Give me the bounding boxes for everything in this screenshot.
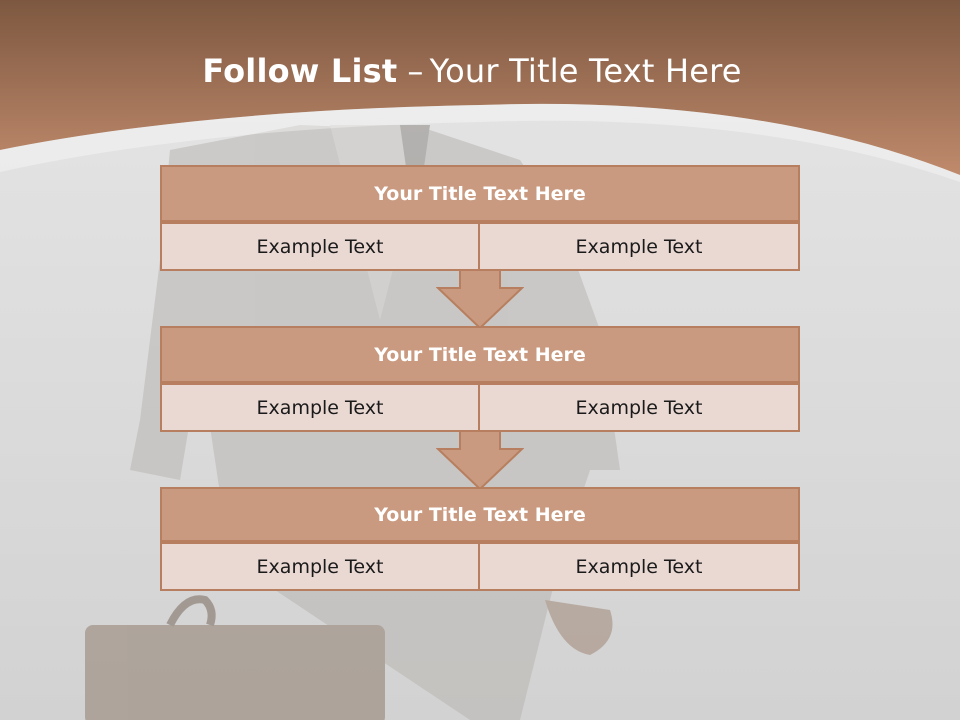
list-block-2: Your Title Text Here Example Text Exampl… [160, 326, 800, 432]
block-cell-right: Example Text [480, 383, 800, 432]
block-cell-left: Example Text [160, 542, 480, 591]
slide-title-rest: Your Title Text Here [429, 52, 742, 90]
block-title: Your Title Text Here [160, 326, 800, 383]
slide-title: Follow List–Your Title Text Here [0, 52, 944, 90]
list-block-3: Your Title Text Here Example Text Exampl… [160, 487, 800, 593]
block-cell-left: Example Text [160, 222, 480, 271]
block-cell-right: Example Text [480, 542, 800, 591]
slide-title-dash: – [407, 52, 424, 90]
down-arrow-icon [436, 270, 524, 330]
slide-title-bold: Follow List [202, 52, 398, 90]
block-cell-left: Example Text [160, 383, 480, 432]
down-arrow-icon [436, 431, 524, 491]
block-cell-right: Example Text [480, 222, 800, 271]
list-block-1: Your Title Text Here Example Text Exampl… [160, 165, 800, 271]
block-title: Your Title Text Here [160, 487, 800, 542]
block-title: Your Title Text Here [160, 165, 800, 222]
